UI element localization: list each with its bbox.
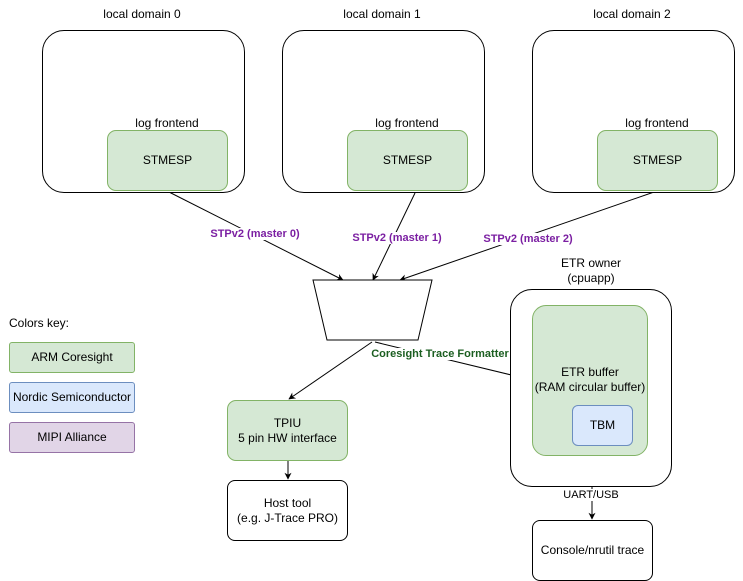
etr-owner-label: ETR owner (cpuapp) — [560, 256, 622, 285]
domain-2-title: local domain 2 — [593, 7, 671, 21]
uart-usb-label: UART/USB — [563, 489, 619, 501]
key-arm-coresight: ARM Coresight — [9, 342, 135, 373]
domain-0-stmesp-label: STMESP — [142, 153, 193, 167]
domain-0-title: local domain 0 — [103, 7, 181, 21]
domain-2-stmesp: STMESP — [597, 130, 718, 191]
tpiu-label: TPIU 5 pin HW interface — [238, 415, 337, 445]
colors-key-title: Colors key: — [9, 316, 70, 330]
tpiu-box: TPIU 5 pin HW interface — [227, 400, 348, 461]
etr-buffer-label: ETR buffer (RAM circular buffer) — [534, 365, 646, 394]
domain-0-stmesp: STMESP — [107, 130, 228, 191]
domain-2-frontend-label: log frontend — [625, 116, 689, 130]
key-mipi-alliance: MIPI Alliance — [9, 422, 135, 453]
funnel-to-tpiu-arrow — [288, 341, 373, 400]
domain-1-frontend-label: log frontend — [375, 116, 439, 130]
tbm-label: TBM — [589, 418, 616, 432]
domain-0-frontend-label: log frontend — [135, 116, 199, 130]
tbm-box: TBM — [572, 405, 633, 446]
key-mipi-alliance-label: MIPI Alliance — [37, 430, 107, 444]
host-tool-label: Host tool (e.g. J-Trace PRO) — [237, 495, 338, 525]
stpv2-label-0: STPv2 (master 0) — [209, 228, 301, 240]
domain-1-stmesp-label: STMESP — [382, 153, 433, 167]
formatter-label: Coresight Trace Formatter — [370, 348, 510, 360]
domain-1-title: local domain 1 — [343, 7, 421, 21]
stpv2-label-2: STPv2 (master 2) — [482, 233, 574, 245]
domain-2-stmesp-label: STMESP — [632, 153, 683, 167]
stpv2-label-1: STPv2 (master 1) — [351, 232, 443, 244]
console-label: Console/nrutil trace — [540, 543, 645, 557]
domain-1-stmesp: STMESP — [347, 130, 468, 191]
key-nordic-semiconductor-label: Nordic Semiconductor — [12, 390, 132, 404]
key-nordic-semiconductor: Nordic Semiconductor — [9, 382, 135, 413]
key-arm-coresight-label: ARM Coresight — [31, 350, 113, 364]
console-box: Console/nrutil trace — [532, 520, 653, 581]
host-tool-box: Host tool (e.g. J-Trace PRO) — [227, 480, 348, 541]
trace-funnel-shape — [312, 279, 433, 341]
